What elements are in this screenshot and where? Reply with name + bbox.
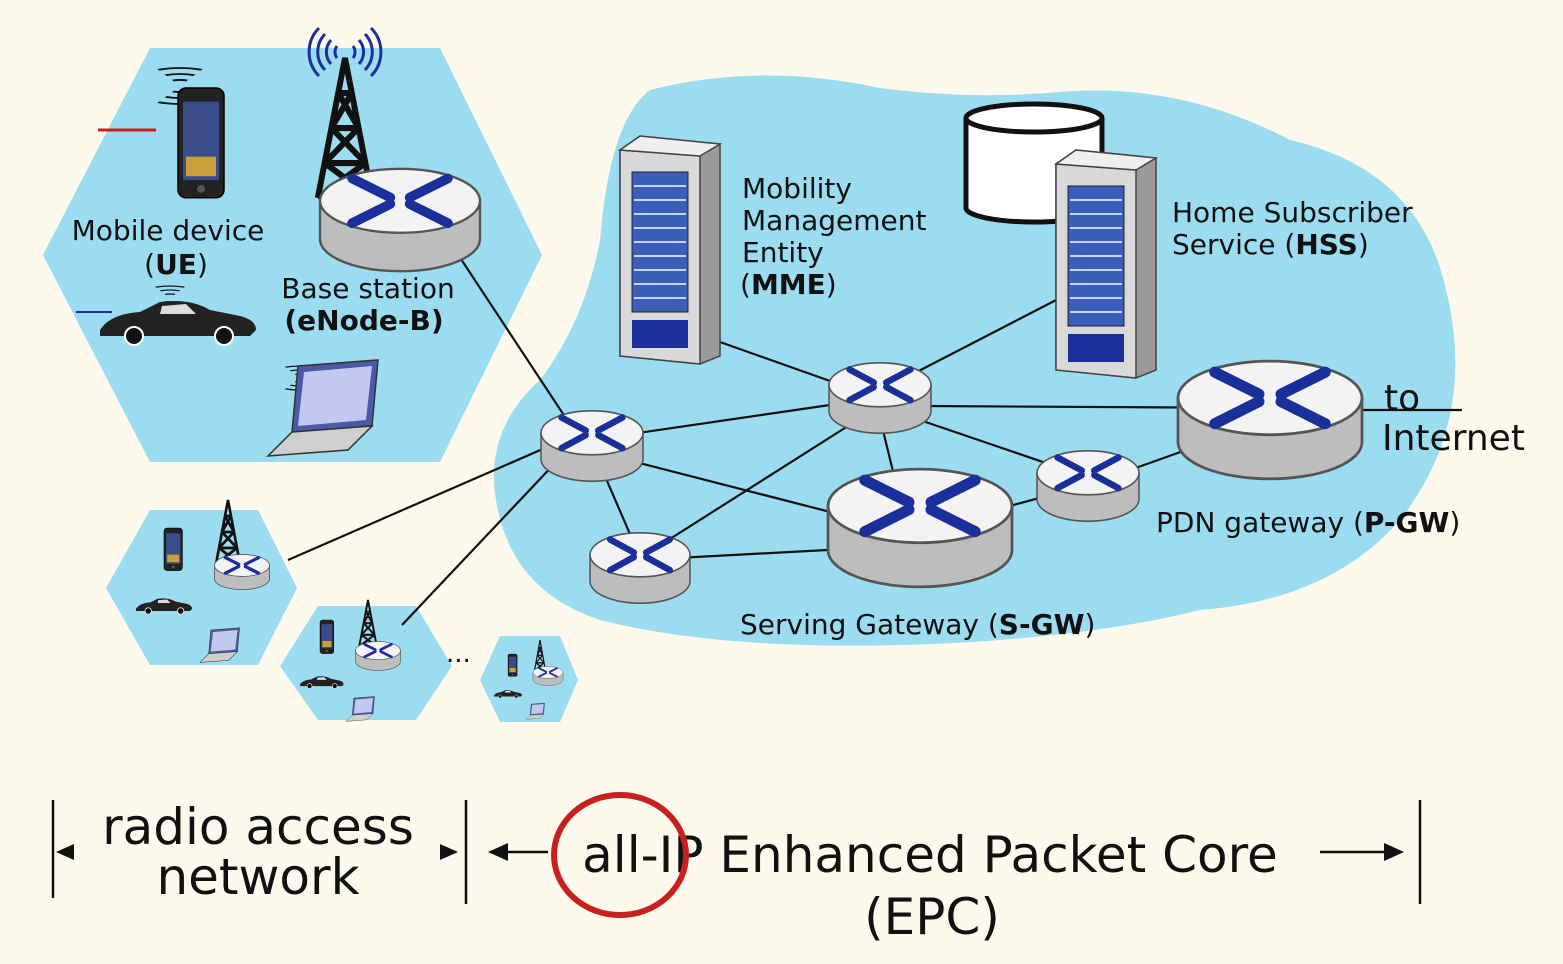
arrow-left-epc [488, 843, 508, 861]
smartphone-icon [163, 527, 183, 571]
enodeb-label: (eNode-B) [284, 304, 443, 337]
router-icon [590, 533, 690, 603]
smartphone-icon [319, 619, 335, 654]
epc-label-line1: all-IP Enhanced Packet Core [582, 826, 1278, 884]
pgw-router-icon [1178, 361, 1362, 479]
ran-label-line2: network [156, 848, 359, 906]
hss-label-line1: Home Subscriber [1172, 196, 1413, 229]
router-icon [354, 640, 402, 672]
ran-label-line1: radio access [102, 798, 414, 856]
server-rack-icon [1055, 149, 1157, 379]
more-cells-ellipsis: ... [446, 639, 471, 669]
ran-cell-small-1 [106, 510, 297, 665]
router-icon [541, 411, 643, 481]
smartphone-icon [507, 653, 518, 677]
epc-label-line2: (EPC) [864, 888, 1000, 946]
to-label: to [1384, 378, 1420, 419]
mme-label-line3: Entity [742, 236, 824, 269]
arrow-right-epc [1384, 843, 1404, 861]
router-icon [1037, 451, 1139, 521]
mme-label-line1: Mobility [742, 172, 852, 205]
bottom-scale [51, 800, 1422, 904]
sgw-label: Serving Gateway (S-GW) [740, 608, 1095, 641]
hss-label-line2: Service (HSS) [1172, 228, 1369, 261]
epc-region [493, 75, 1456, 646]
link-router2-router3 [639, 411, 871, 559]
arrow-left-ran [56, 844, 74, 860]
router-icon [829, 363, 931, 433]
pgw-label: PDN gateway (P-GW) [1156, 506, 1460, 539]
highlight-circle [551, 792, 689, 918]
link-cell2-router1 [401, 459, 559, 626]
server-rack-icon [619, 135, 721, 365]
smartphone-icon [177, 87, 225, 199]
router-icon [320, 169, 480, 271]
router-icon [532, 665, 564, 687]
sgw-router-icon [828, 469, 1012, 587]
router-icon [212, 552, 272, 592]
arrow-right-ran [440, 844, 458, 860]
mobile-device-label: Mobile device [72, 214, 265, 247]
link-cell1-router1 [287, 446, 546, 562]
internet-label: Internet [1382, 418, 1525, 459]
base-station-label: Base station [281, 272, 454, 305]
ran-cell-small-3 [480, 636, 578, 722]
ue-label: (UE) [144, 248, 208, 281]
mme-label-line2: Management [742, 204, 926, 237]
mme-label-abbrev: (MME) [740, 268, 837, 301]
link-enodeb-router1 [454, 249, 576, 433]
ran-cell-main [43, 48, 542, 462]
